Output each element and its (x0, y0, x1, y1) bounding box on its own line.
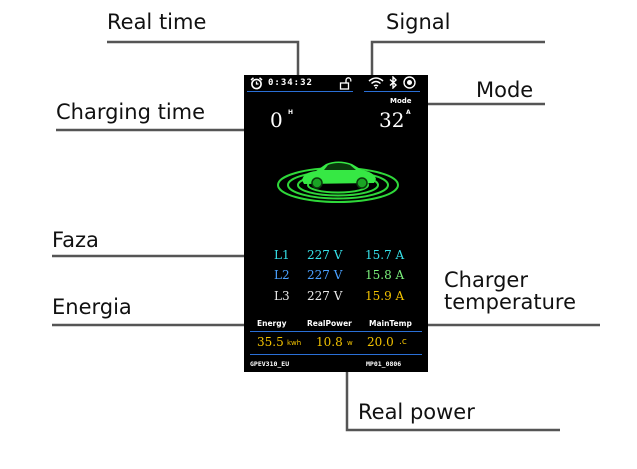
charging-time-unit: H (288, 109, 294, 116)
wifi-icon (368, 77, 384, 89)
energy-unit: kwh (287, 339, 302, 347)
energia-label: Energia (52, 295, 132, 319)
faza-label: Faza (52, 228, 99, 252)
phase-label-l2: L2 (274, 268, 290, 282)
firmware-model: GPEV310_EU (250, 360, 290, 368)
electric-car-icon (277, 161, 399, 203)
real-power-value: 10.8 (316, 335, 343, 349)
unlock-icon (339, 77, 352, 90)
bluetooth-icon (389, 76, 398, 89)
energy-value: 35.5 (257, 335, 284, 349)
mode-label: Mode (476, 78, 534, 102)
main-temp-caption: MainTemp (369, 319, 412, 328)
mode-caption: Mode (390, 97, 412, 105)
phase-voltage-l3: 227 V (307, 289, 343, 303)
labels-underline (250, 331, 422, 332)
phase-current-l2: 15.8 A (365, 268, 405, 282)
readings-underline (250, 354, 422, 355)
charging-time-value: 0 (270, 108, 283, 132)
status-underline-right (364, 91, 420, 92)
signal-connector (370, 40, 545, 75)
alarm-clock-icon (250, 77, 263, 90)
charger-temperature-label-line1: Charger (444, 268, 528, 292)
real-power-unit: w (347, 339, 353, 347)
real-power-label: Real power (358, 400, 475, 424)
real-power-caption: RealPower (307, 319, 352, 328)
energy-caption: Energy (257, 319, 287, 328)
mode-current-value: 32 (379, 108, 405, 132)
real-time-connector (107, 40, 300, 75)
main-temp-unit: .c (399, 337, 407, 347)
phase-label-l1: L1 (274, 248, 290, 262)
signal-label: Signal (386, 10, 451, 34)
phase-label-l3: L3 (274, 289, 290, 303)
real-time-label: Real time (107, 10, 207, 34)
firmware-version: MP01_0806 (366, 360, 402, 368)
mode-current-unit: A (406, 109, 411, 116)
phase-current-l1: 15.7 A (365, 248, 405, 262)
phase-voltage-l1: 227 V (307, 248, 343, 262)
main-temp-value: 20.0 (367, 335, 394, 349)
charger-display: 0:34:32 Mode 0 H 32 A L1 227 V 1 (244, 75, 428, 372)
phase-current-l3: 15.9 A (365, 289, 405, 303)
settings-icon (403, 76, 416, 89)
charging-time-label: Charging time (56, 100, 206, 124)
real-time-clock: 0:34:32 (268, 78, 313, 88)
phase-voltage-l2: 227 V (307, 268, 343, 282)
status-underline-left (247, 91, 353, 92)
charger-temperature-label-line2: temperature (444, 290, 576, 314)
